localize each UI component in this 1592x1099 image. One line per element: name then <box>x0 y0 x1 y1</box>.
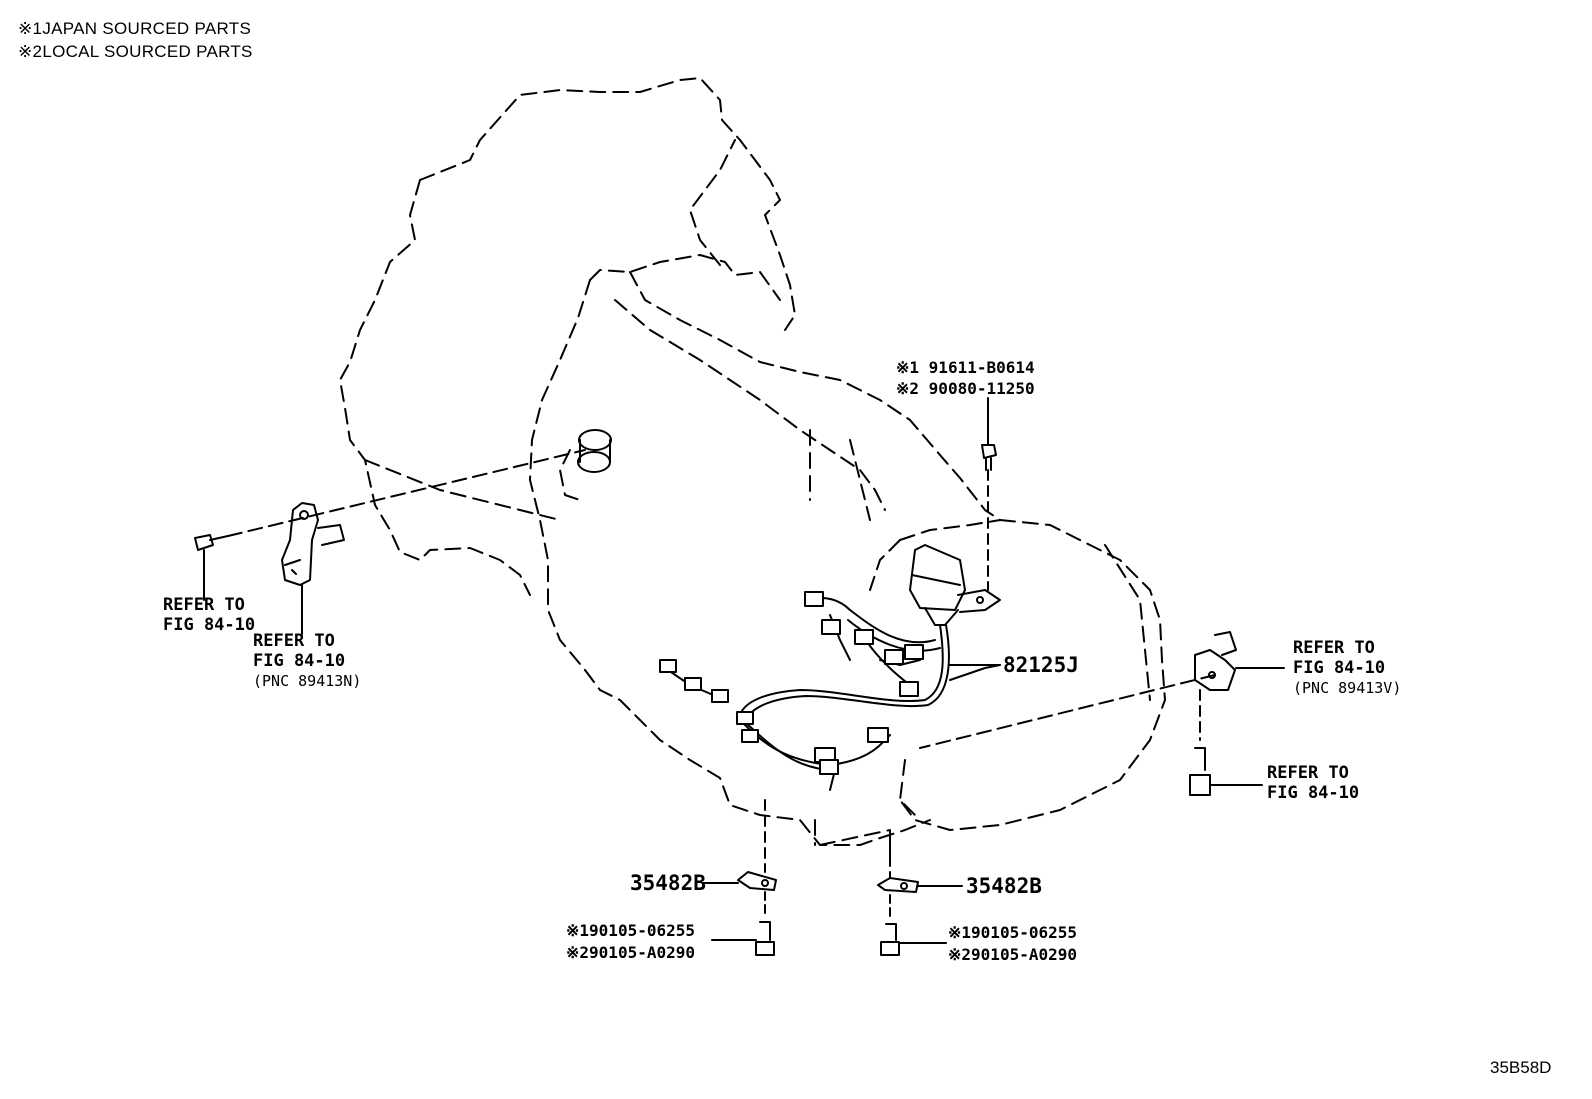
harness-connectors <box>659 591 924 775</box>
harness-label: 82125J <box>1003 653 1079 677</box>
ref-left-bolt-line2: FIG 84-10 <box>163 615 256 635</box>
left-speed-sensor <box>281 502 345 586</box>
figure-code: 35B58D <box>1490 1058 1552 1077</box>
bolt-left-label-1: ※190105-06255 <box>566 921 695 940</box>
bolt-right-label-1: ※190105-06255 <box>948 923 1077 942</box>
right-bracket <box>877 877 919 893</box>
transmission-housing-outline <box>339 77 1166 861</box>
bolt-right-label-2: ※290105-A0290 <box>948 945 1077 964</box>
left-lower-bolt <box>755 921 775 956</box>
note-text: JAPAN SOURCED PARTS <box>42 19 252 38</box>
ref-right-sensor-pnc: (PNC 89413V) <box>1293 679 1402 697</box>
ref-right-sensor-line1: REFER TO <box>1293 638 1375 658</box>
ref-left-sensor-pnc: (PNC 89413N) <box>253 672 362 690</box>
top-bolt-label-1: ※1 91611-B0614 <box>896 358 1035 377</box>
bolt-left-label-2: ※290105-A0290 <box>566 943 695 962</box>
ref-right-bolt-line1: REFER TO <box>1267 763 1349 783</box>
right-speed-sensor <box>1194 631 1237 691</box>
left-alignment-line <box>227 449 586 537</box>
right-alignment-line <box>919 674 1216 749</box>
note-japan-sourced: ※1JAPAN SOURCED PARTS <box>18 18 251 40</box>
note-local-sourced: ※2LOCAL SOURCED PARTS <box>18 41 253 63</box>
top-bolt <box>981 444 997 471</box>
bracket-right-label: 35482B <box>966 874 1042 898</box>
note-mark: ※2 <box>18 42 43 61</box>
solenoid-connector <box>909 544 1001 626</box>
note-text: LOCAL SOURCED PARTS <box>42 42 253 61</box>
ref-right-sensor-line2: FIG 84-10 <box>1293 658 1386 678</box>
top-bolt-label-2: ※2 90080-11250 <box>896 379 1035 398</box>
ref-right-bolt-line2: FIG 84-10 <box>1267 783 1360 803</box>
right-lower-bolt <box>880 923 900 956</box>
note-mark: ※1 <box>18 19 43 38</box>
ref-left-sensor-line2: FIG 84-10 <box>253 651 346 671</box>
ref-left-sensor-line1: REFER TO <box>253 631 335 651</box>
right-bolt <box>1189 747 1211 796</box>
bracket-left-label: 35482B <box>630 871 706 895</box>
ref-left-bolt-line1: REFER TO <box>163 595 245 615</box>
left-bracket <box>737 871 777 891</box>
left-bolt <box>194 534 229 551</box>
